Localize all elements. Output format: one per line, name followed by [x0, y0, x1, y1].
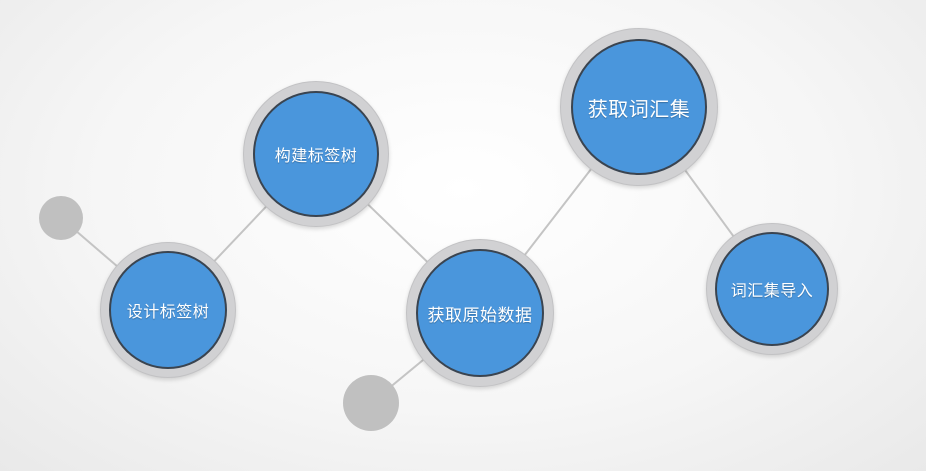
- node-label: 词汇集导入: [730, 281, 814, 300]
- node-design-tag-tree[interactable]: 设计标签树: [100, 242, 236, 378]
- decorative-dot-bottom: [343, 375, 399, 431]
- node-label: 获取词汇集: [587, 96, 691, 121]
- node-import-vocabulary[interactable]: 词汇集导入: [706, 223, 838, 355]
- node-label: 获取原始数据: [427, 305, 533, 326]
- node-label: 设计标签树: [126, 302, 210, 321]
- node-get-vocabulary[interactable]: 获取词汇集: [560, 28, 718, 186]
- decorative-dot-left: [39, 196, 83, 240]
- node-get-raw-data[interactable]: 获取原始数据: [406, 239, 554, 387]
- node-label: 构建标签树: [274, 146, 358, 165]
- node-build-tag-tree[interactable]: 构建标签树: [243, 81, 389, 227]
